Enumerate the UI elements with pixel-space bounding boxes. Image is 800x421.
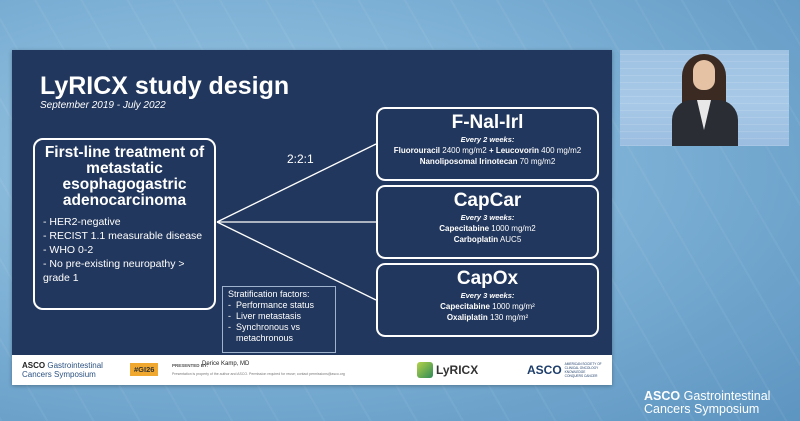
arm-regimen: Fluorouracil 2400 mg/m2 + Leucovorin 400… [378, 145, 597, 167]
drug-dose: 2400 mg/m2 [440, 146, 489, 155]
connector-to-arm-1 [216, 143, 377, 223]
lyricx-mark-icon [417, 362, 433, 378]
drug-name: Nanoliposomal Irinotecan [419, 157, 518, 166]
watermark-brand: ASCO [644, 389, 681, 403]
asco-gi-logo-line2: Cancers Symposium [22, 370, 96, 379]
asco-society-word: ASCO [527, 363, 562, 377]
asco-society-subtitle: AMERICAN SOCIETY OF CLINICAL ONCOLOGY KN… [564, 362, 602, 378]
drug-name: Oxaliplatin [446, 313, 488, 322]
stratification-box: Stratification factors: Performance stat… [222, 286, 336, 353]
presenter-name: Derice Kamp, MD [202, 361, 250, 367]
arm-box-capox: CapOx Every 3 weeks: Capecitabine 1000 m… [376, 263, 599, 337]
stratification-list: Performance statusLiver metastasisSynchr… [228, 300, 330, 344]
population-heading: First-line treatment of metastatic esoph… [44, 144, 205, 209]
drug-dose: AUC5 [498, 235, 522, 244]
drug-name: Carboplatin [453, 235, 499, 244]
regimen-line: Oxaliplatin 130 mg/m² [378, 312, 597, 323]
arm-box-f-nal-irl: F-Nal-Irl Every 2 weeks: Fluorouracil 24… [376, 107, 599, 181]
arm-name: CapCar [453, 190, 522, 211]
drug-name: Fluorouracil [393, 146, 441, 155]
speaker-face [693, 60, 715, 90]
asco-gi-logo-line1: Gastrointestinal [47, 361, 103, 370]
drug-name: Capecitabine [440, 302, 490, 311]
slide-date-range: September 2019 - July 2022 [40, 100, 166, 111]
eligibility-list: - HER2-negative - RECIST 1.1 measurable d… [43, 215, 206, 285]
regimen-line: Fluorouracil 2400 mg/m2 + Leucovorin 400… [378, 145, 597, 156]
arm-name: F-Nal-Irl [451, 112, 524, 133]
randomization-connectors [216, 143, 377, 301]
drug-dose: 1000 mg/m² [489, 302, 535, 311]
asco-gi-logo-brand: ASCO [22, 361, 46, 370]
lyricx-logo-text: LyRICX [436, 363, 479, 377]
speaker-video-feed [620, 50, 789, 146]
eligibility-item: - RECIST 1.1 measurable disease [43, 230, 203, 242]
drug-dose: 130 mg/m² [487, 313, 529, 322]
drug-dose: 1000 mg/m2 [489, 224, 536, 233]
hashtag-badge: #GI26 [130, 363, 159, 376]
regimen-line: Carboplatin AUC5 [378, 234, 597, 245]
stratification-item: Synchronous vs metachronous [228, 322, 330, 344]
arm-name: CapOx [456, 268, 519, 289]
drug-dose: 70 mg/m2 [517, 157, 556, 166]
stratification-title: Stratification factors: [228, 289, 310, 299]
drug-dose: 400 mg/m2 [538, 146, 582, 155]
drug-name: + Leucovorin [488, 146, 539, 155]
slide-footer: ASCO Gastrointestinal Cancers Symposium … [12, 355, 612, 385]
lyricx-logo: LyRICX [417, 362, 478, 378]
regimen-line: Capecitabine 1000 mg/m2 [378, 223, 597, 234]
watermark-line1: Gastrointestinal [683, 389, 771, 403]
eligibility-item: - No pre-existing neuropathy > grade 1 [43, 258, 185, 284]
stratification-item: Performance status [228, 300, 330, 311]
presentation-slide: LyRICX study design September 2019 - Jul… [12, 50, 612, 385]
drug-name: Capecitabine [439, 224, 490, 233]
regimen-line: Capecitabine 1000 mg/m² [378, 301, 597, 312]
connector-to-arm-3 [216, 221, 377, 301]
watermark-line2: Cancers Symposium [644, 402, 760, 416]
slide-title: LyRICX study design [40, 72, 290, 100]
asco-society-logo: ASCO AMERICAN SOCIETY OF CLINICAL ONCOLO… [527, 362, 605, 378]
population-box: First-line treatment of metastatic esoph… [33, 138, 216, 310]
arm-schedule: Every 2 weeks: [460, 135, 515, 144]
asco-gi-logo: ASCO Gastrointestinal Cancers Symposium [22, 361, 103, 379]
symposium-watermark: ASCO Gastrointestinal Cancers Symposium [644, 390, 770, 416]
arm-box-capcar: CapCar Every 3 weeks: Capecitabine 1000 … [376, 185, 599, 259]
eligibility-item: - WHO 0-2 [43, 244, 94, 256]
footer-disclaimer: Presentation is property of the author a… [172, 372, 345, 376]
arm-schedule: Every 3 weeks: [460, 291, 515, 300]
presented-by-label: PRESENTED BY: [172, 363, 209, 368]
regimen-line: Nanoliposomal Irinotecan 70 mg/m2 [378, 156, 597, 167]
arm-schedule: Every 3 weeks: [460, 213, 515, 222]
eligibility-item: - HER2-negative [43, 216, 121, 228]
randomization-ratio: 2:2:1 [287, 152, 314, 166]
stratification-item: Liver metastasis [228, 311, 330, 322]
